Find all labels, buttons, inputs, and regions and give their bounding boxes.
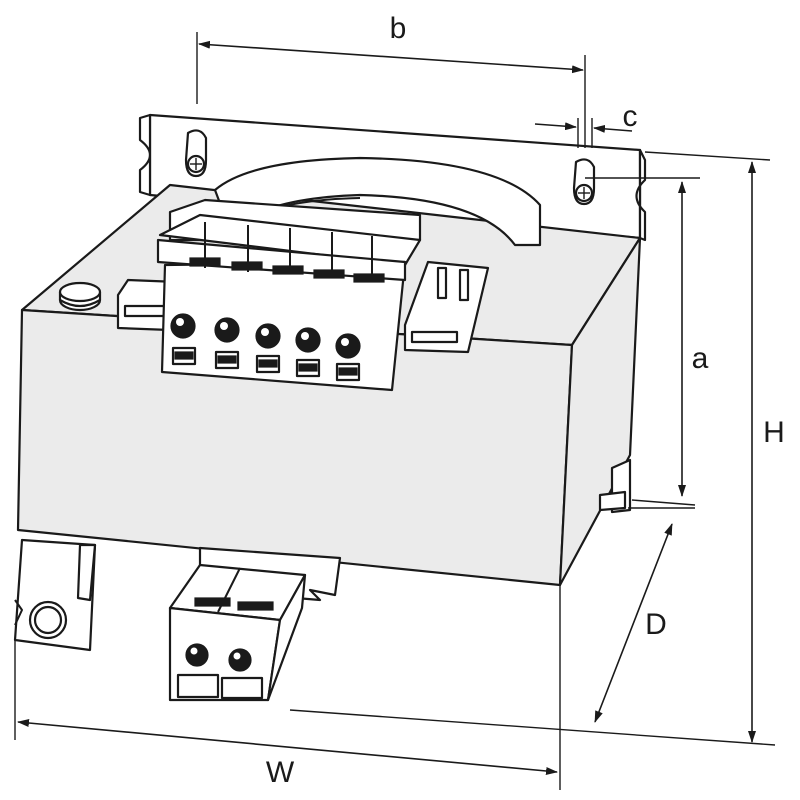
label-H: H [763,416,785,449]
top-terminal-block [156,198,422,392]
right-mounting-foot [598,458,632,514]
top-stud [58,281,102,312]
dimension-a: a [585,177,709,509]
label-D: D [645,608,667,641]
dimension-b: b [196,12,586,148]
terminal-screw-holes [170,313,361,359]
mounting-slot-right-icon [572,158,596,206]
dimension-D: D [594,499,696,723]
bottom-terminal-block [168,563,307,702]
dimension-c: c [534,100,638,148]
label-b: b [390,12,407,45]
right-rail [403,260,490,354]
label-W: W [266,756,295,789]
terminal-wire-slots [171,346,361,382]
label-c: c [623,100,638,133]
dimension-W: W [14,585,561,790]
left-mounting-foot [13,538,97,652]
mounting-slot-left-icon [184,129,208,178]
label-a: a [692,342,709,375]
